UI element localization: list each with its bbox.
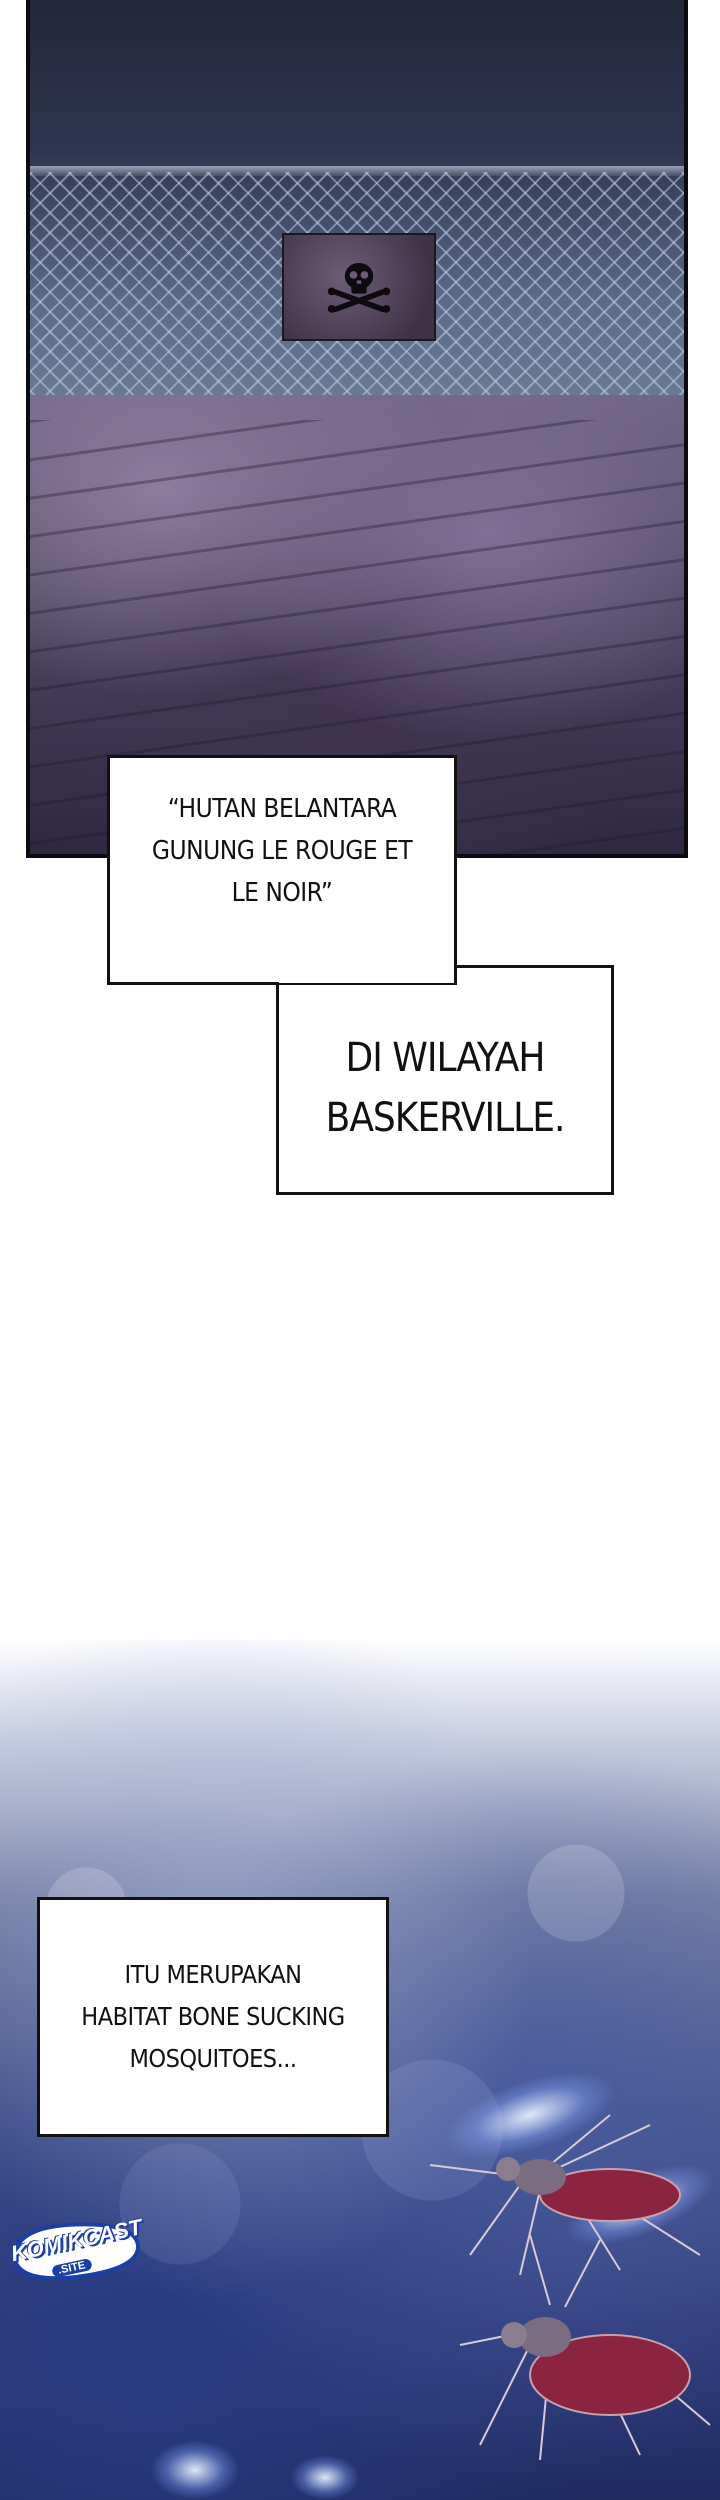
caption-region: DI WILAYAH BASKERVILLE. (276, 965, 614, 1195)
caption-line: DI WILAYAH (345, 1035, 546, 1081)
skull-warning-sign (282, 233, 436, 341)
caption-line: GUNUNG LE ROUGE ET (151, 836, 413, 866)
caption-location-name: “HUTAN BELANTARA GUNUNG LE ROUGE ET LE N… (107, 755, 457, 985)
fence-top-rail (30, 166, 684, 176)
caption-habitat: ITU MERUPAKAN HABITAT BONE SUCKING MOSQU… (37, 1897, 389, 2137)
skull-crossbones-icon (327, 262, 391, 313)
caption-line: “HUTAN BELANTARA (167, 794, 397, 824)
caption-line: MOSQUITOES... (129, 2044, 297, 2073)
comic-panel-wasteland (26, 0, 688, 858)
caption-line: HABITAT BONE SUCKING (81, 2002, 345, 2031)
watermark-logo-icon (11, 2222, 141, 2281)
light-glow (290, 2455, 360, 2500)
mosquito-icon (459, 2234, 711, 2461)
mosquito-icon (429, 2114, 701, 2276)
caption-line: ITU MERUPAKAN (124, 1960, 302, 1989)
caption-connector (279, 963, 454, 983)
caption-line: LE NOIR” (231, 878, 333, 908)
caption-line: BASKERVILLE. (325, 1095, 566, 1141)
light-glow (150, 2440, 240, 2500)
